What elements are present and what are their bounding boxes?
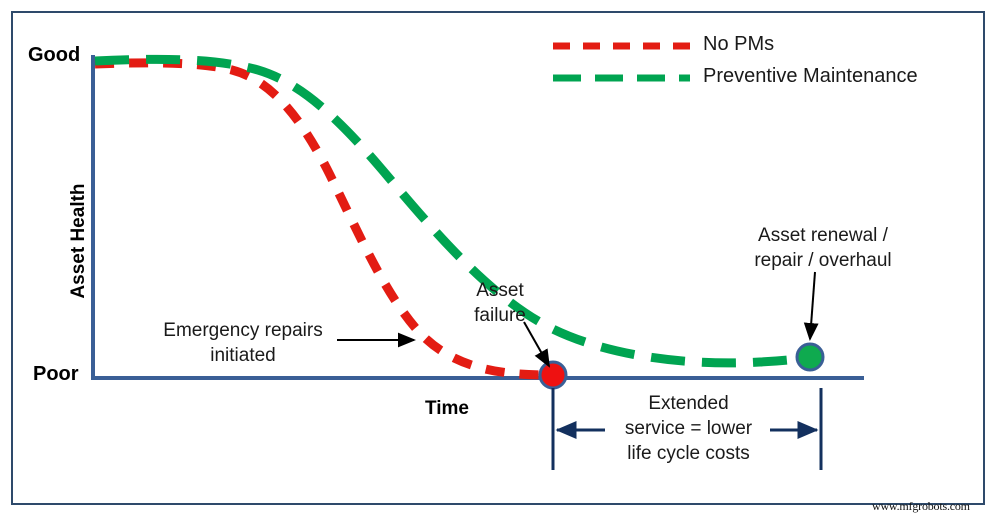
annotation-extended-line1: Extended [648, 393, 729, 414]
annotation-extended-line3: life cycle costs [627, 443, 750, 465]
watermark-text: www.mfgrobots.com [872, 499, 970, 513]
annotation-renewal-line2: repair / overhaul [754, 250, 892, 272]
annotation-asset-renewal: Asset renewal / repair / overhaul [730, 223, 916, 273]
annotation-asset-failure: Asset failure [440, 278, 560, 328]
annotation-renewal-line1: Asset renewal / [758, 225, 888, 246]
annotation-failure-line2: failure [474, 305, 526, 327]
y-axis-bottom-label: Poor [33, 363, 79, 385]
x-axis-title: Time [425, 398, 470, 419]
y-axis-top-label: Good [28, 44, 81, 66]
legend-label-no-pms: No PMs [703, 33, 775, 55]
annotation-emergency-line2: initiated [210, 345, 276, 367]
legend-label-preventive-maintenance: Preventive Maintenance [703, 65, 918, 87]
y-axis-title: Asset Health [68, 183, 89, 299]
annotation-extended-line2: service = lower [624, 418, 753, 440]
annotation-emergency-repairs: Emergency repairs initiated [148, 318, 338, 368]
annotation-emergency-line1: Emergency repairs [163, 320, 323, 341]
annotation-extended-service: Extended service = lower life cycle cost… [591, 391, 786, 466]
annotation-failure-line1: Asset [476, 280, 524, 301]
